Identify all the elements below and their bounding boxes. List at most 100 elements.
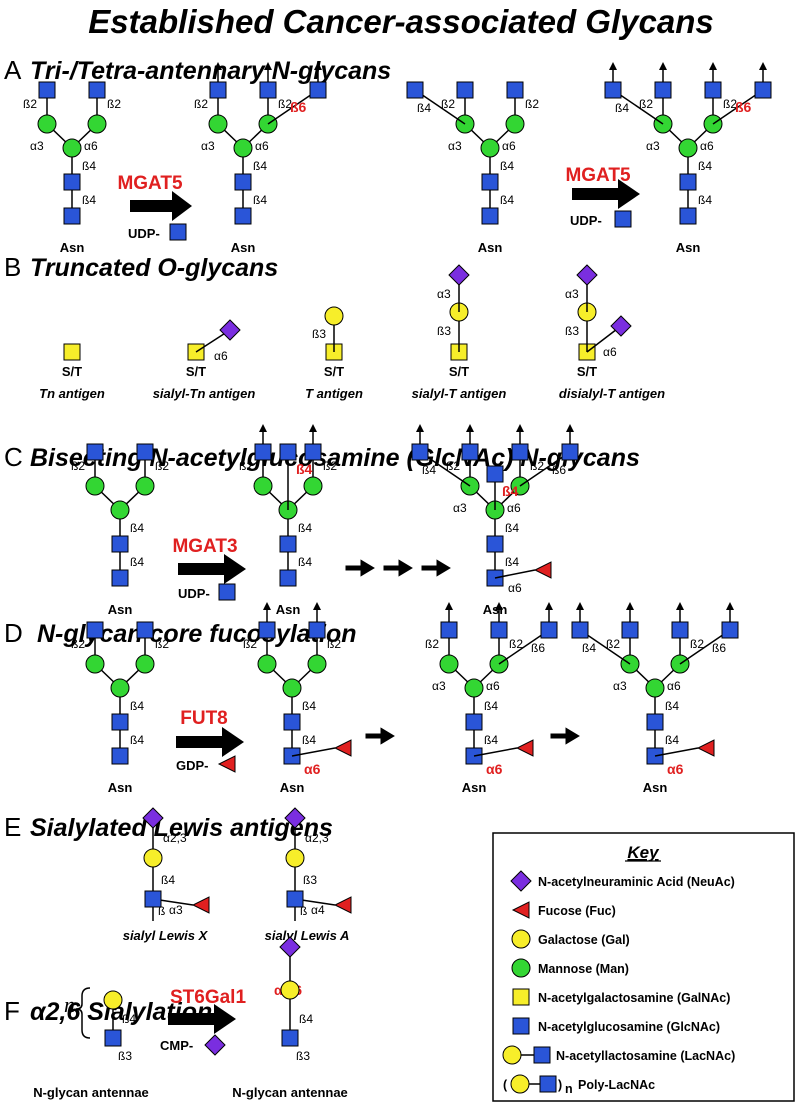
linkage-label: ß3 (312, 327, 326, 341)
glycosidic-bond (654, 747, 699, 757)
glcnac-square-icon (309, 81, 327, 99)
linkage-label: ß4 (698, 193, 712, 207)
linkage-label: ß4 (505, 521, 519, 535)
linkage-label: α3 (453, 501, 467, 515)
small-arrow-d2 (550, 727, 580, 745)
mannose-circle-icon (135, 476, 155, 496)
extension-arrow-icon (676, 602, 684, 610)
extension-arrow-icon (726, 602, 734, 610)
glcnac-square-icon (539, 1075, 557, 1093)
neuac-diamond-icon (510, 870, 532, 892)
donor-udp-a1: UDP- (128, 226, 160, 241)
label: Asn (483, 602, 508, 617)
key-item-label: N-acetylglucosamine (GlcNAc) (538, 1020, 720, 1034)
enzyme-mgat3: MGAT3 (172, 536, 237, 557)
glcnac-square-icon (169, 223, 187, 241)
neuac-diamond-icon (279, 936, 301, 958)
glcnac-square-icon (571, 621, 589, 639)
key-item: N-acetylneuraminic Acid (NeuAc) (510, 870, 735, 892)
linkage-label: ß6 (552, 463, 566, 477)
glcnac-square-icon (258, 621, 276, 639)
glcnac-square-icon (411, 443, 429, 461)
glcnac-square-icon (490, 621, 508, 639)
caption-t-antigen: T antigen (305, 386, 363, 401)
linkage-label: α6 (304, 761, 321, 777)
linkage-label: ß4 (615, 101, 629, 115)
glcnac-square-icon (465, 713, 483, 731)
extension-arrow-icon (659, 62, 667, 70)
glcnac-square-icon (308, 621, 326, 639)
linkage-label: α6 (700, 139, 714, 153)
label: Asn (60, 240, 85, 255)
extension-arrow-icon (416, 424, 424, 432)
glcnac-square-icon (679, 207, 697, 225)
linkage-label: α6 (508, 581, 522, 595)
glcnac-square-icon (259, 81, 277, 99)
extension-arrow-icon (264, 62, 272, 70)
caption-n-glycan-antennae-right: N-glycan antennae (232, 1085, 348, 1100)
neuac-diamond-icon (448, 264, 470, 286)
caption-sialyl-tn-antigen: sialyl-Tn antigen (153, 386, 256, 401)
label: S/T (186, 364, 206, 379)
label: S/T (577, 364, 597, 379)
linkage-label: ß4 (302, 699, 316, 713)
key-item: Mannose (Man) (511, 958, 629, 978)
linkage-label: ß (300, 904, 307, 918)
label: ) (558, 1078, 562, 1092)
galactose-circle-icon (285, 848, 305, 868)
mannose-circle-icon (678, 138, 698, 158)
linkage-label: ß4 (82, 193, 96, 207)
linkage-label: ß2 (509, 637, 523, 651)
linkage-label: α2,3 (163, 831, 187, 845)
mannose-circle-icon (307, 654, 327, 674)
glcnac-square-icon (86, 621, 104, 639)
fucose-triangle-icon (191, 896, 210, 914)
linkage-label: ß2 (446, 459, 460, 473)
linkage-label: ß4 (298, 521, 312, 535)
glcnac-square-icon (561, 443, 579, 461)
mannose-circle-icon (37, 114, 57, 134)
galnac-square-icon (512, 988, 530, 1006)
fucose-triangle-icon (533, 561, 552, 579)
glcnac-square-icon (614, 210, 632, 228)
key-items: N-acetylneuraminic Acid (NeuAc)Fucose (F… (502, 870, 735, 1096)
linkage-label: ß4 (484, 699, 498, 713)
linkage-label: ß2 (606, 637, 620, 651)
linkage-label: ß4 (253, 193, 267, 207)
glcnac-square-icon (281, 1029, 299, 1047)
linkage-label: ß2 (155, 459, 169, 473)
caption-tn-antigen: Tn antigen (39, 386, 105, 401)
linkage-label: ß2 (690, 637, 704, 651)
glcnac-square-icon (104, 1029, 122, 1047)
galnac-square-icon (63, 343, 81, 361)
linkage-label: α6 (214, 349, 228, 363)
mannose-circle-icon (110, 500, 130, 520)
section-b-title: Truncated O-glycans (30, 254, 278, 282)
label: Asn (478, 240, 503, 255)
glcnac-square-icon (111, 713, 129, 731)
linkage-label: ß2 (323, 459, 337, 473)
linkage-label: α3 (448, 139, 462, 153)
key-item-label: Galactose (Gal) (538, 933, 630, 947)
linkage-label: ß2 (639, 97, 653, 111)
glcnac-square-icon (304, 443, 322, 461)
linkage-label: α6 (507, 501, 521, 515)
linkage-label: ß2 (327, 637, 341, 651)
label: Asn (108, 602, 133, 617)
glcnac-square-icon (621, 621, 639, 639)
glcnac-square-icon (283, 713, 301, 731)
section-d-letter: D (4, 618, 23, 648)
n-label: n (64, 992, 75, 1017)
glcnac-square-icon (286, 890, 304, 908)
glycosidic-bond (473, 747, 518, 757)
linkage-label: α6 (486, 679, 500, 693)
linkage-label: ß4 (130, 555, 144, 569)
